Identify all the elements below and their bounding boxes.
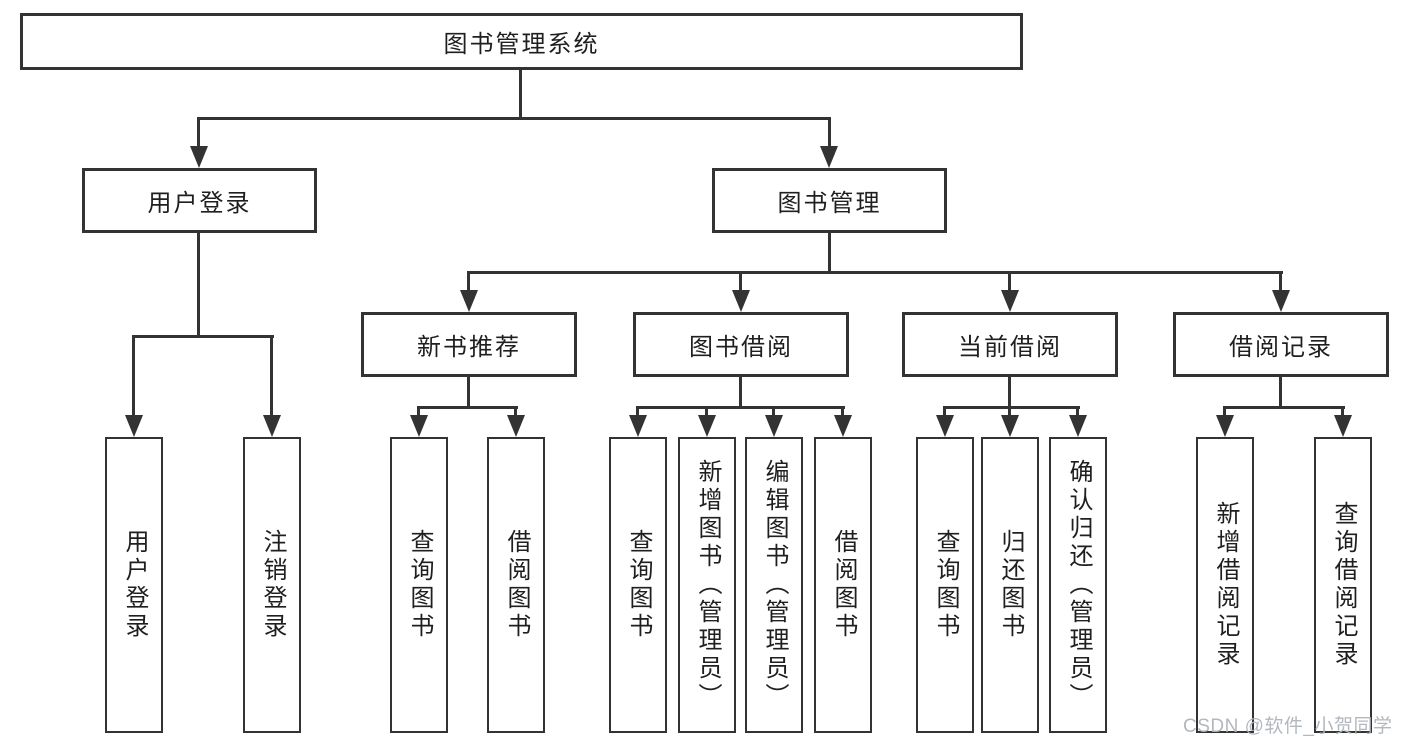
connector-line [467, 377, 470, 409]
connector-line [943, 406, 946, 418]
node-user-login-function: 用户登录 [105, 437, 163, 733]
node-borrow-books-borrowing: 借阅图书 [814, 437, 872, 733]
connector-line [519, 70, 522, 119]
connector-line [467, 271, 470, 293]
arrowhead-down-icon [732, 290, 750, 312]
connector-line [1279, 271, 1282, 293]
node-borrow-books-newbook: 借阅图书 [487, 437, 545, 733]
connector-line [828, 117, 831, 148]
node-query-books-borrowing: 查询图书 [609, 437, 667, 733]
node-logout-function: 注销登录 [243, 437, 301, 733]
node-book-management: 图书管理 [712, 168, 947, 233]
connector-line [132, 335, 274, 338]
node-confirm-return-admin: 确认归还（管理员） [1049, 437, 1107, 733]
connector-line [132, 335, 135, 417]
connector-line [739, 271, 742, 293]
connector-line [197, 233, 200, 337]
connector-line [772, 406, 775, 418]
arrowhead-down-icon [820, 146, 838, 168]
connector-line [1223, 406, 1226, 418]
node-new-book-recommendation: 新书推荐 [361, 312, 577, 377]
connector-line [1279, 377, 1282, 409]
connector-line [197, 117, 831, 120]
arrowhead-down-icon [1334, 415, 1352, 437]
node-query-books-newbook: 查询图书 [390, 437, 448, 733]
connector-line [1341, 406, 1344, 418]
connector-line [417, 406, 420, 418]
node-edit-books-admin: 编辑图书（管理员） [745, 437, 803, 733]
connector-line [943, 406, 1080, 409]
connector-line [636, 406, 845, 409]
connector-line [1008, 271, 1011, 293]
connector-line [197, 117, 200, 148]
node-book-borrowing: 图书借阅 [633, 312, 849, 377]
connector-line [828, 233, 831, 274]
connector-line [636, 406, 639, 418]
node-add-borrow-record: 新增借阅记录 [1196, 437, 1254, 733]
connector-line [705, 406, 708, 418]
arrowhead-down-icon [263, 415, 281, 437]
watermark-text: CSDN @软件_小贺同学 [1183, 716, 1393, 737]
arrowhead-down-icon [1001, 415, 1019, 437]
connector-line [270, 335, 273, 417]
arrowhead-down-icon [125, 415, 143, 437]
connector-line [841, 406, 844, 418]
connector-line [514, 406, 517, 418]
arrowhead-down-icon [410, 415, 428, 437]
connector-line [1008, 406, 1011, 418]
arrowhead-down-icon [460, 290, 478, 312]
arrowhead-down-icon [1272, 290, 1290, 312]
connector-line [739, 377, 742, 409]
arrowhead-down-icon [1001, 290, 1019, 312]
node-library-management-system: 图书管理系统 [20, 13, 1023, 70]
arrowhead-down-icon [765, 415, 783, 437]
connector-line [1008, 377, 1011, 409]
arrowhead-down-icon [698, 415, 716, 437]
arrowhead-down-icon [1216, 415, 1234, 437]
connector-line [1076, 406, 1079, 418]
connector-line [467, 271, 1283, 274]
node-return-books: 归还图书 [981, 437, 1039, 733]
arrowhead-down-icon [629, 415, 647, 437]
node-query-books-current: 查询图书 [916, 437, 974, 733]
connector-line [417, 406, 518, 409]
node-add-books-admin: 新增图书（管理员） [678, 437, 736, 733]
arrowhead-down-icon [190, 146, 208, 168]
node-borrowing-records: 借阅记录 [1173, 312, 1389, 377]
arrowhead-down-icon [834, 415, 852, 437]
node-user-login: 用户登录 [82, 168, 317, 233]
node-current-borrowing: 当前借阅 [902, 312, 1118, 377]
node-query-borrow-record: 查询借阅记录 [1314, 437, 1372, 733]
connector-line [1223, 406, 1345, 409]
arrowhead-down-icon [936, 415, 954, 437]
arrowhead-down-icon [1069, 415, 1087, 437]
arrowhead-down-icon [507, 415, 525, 437]
